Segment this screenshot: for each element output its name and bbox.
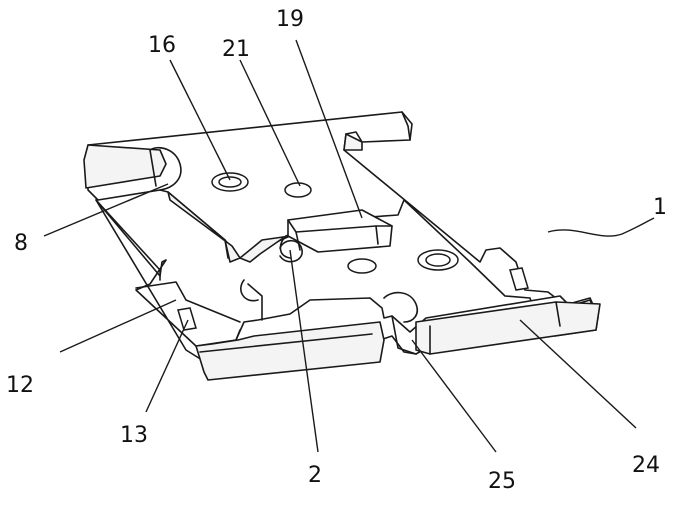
callout-12: 12 xyxy=(6,373,34,398)
callout-1: 1 xyxy=(653,195,667,220)
leader-lines xyxy=(43,39,655,453)
callout-21: 21 xyxy=(222,37,250,62)
lower-plate xyxy=(95,199,601,381)
callout-13: 13 xyxy=(120,423,148,448)
upper-left-notch xyxy=(149,146,182,191)
callout-labels: 1 2 8 12 13 16 19 21 24 25 xyxy=(6,7,667,494)
leader-25 xyxy=(411,339,497,453)
leader-13 xyxy=(145,319,189,413)
block-24 xyxy=(415,301,601,355)
upper-plate xyxy=(83,111,599,337)
callout-16: 16 xyxy=(148,33,176,58)
leader-12 xyxy=(59,299,177,353)
leader-16 xyxy=(169,59,231,181)
leader-2 xyxy=(289,249,319,453)
leader-21 xyxy=(239,59,301,187)
callout-25: 25 xyxy=(488,469,516,494)
slot-13 xyxy=(177,307,197,331)
hole-21 xyxy=(284,182,312,198)
pin-2 xyxy=(279,239,303,263)
callout-24: 24 xyxy=(632,453,660,478)
leader-8 xyxy=(43,183,169,237)
callout-8: 8 xyxy=(14,231,28,256)
notch-25 xyxy=(383,291,419,323)
upper-plate-left-front xyxy=(83,144,167,189)
slot-right xyxy=(509,267,529,291)
lower-plate-front-edge xyxy=(195,321,385,381)
upper-right-flange xyxy=(343,133,363,151)
callout-2: 2 xyxy=(308,463,322,488)
leader-24 xyxy=(519,319,637,429)
hole-lower-a xyxy=(347,258,377,274)
callout-19: 19 xyxy=(276,7,304,32)
block-19 xyxy=(287,209,393,253)
leader-19 xyxy=(295,39,363,219)
leader-1 xyxy=(547,217,655,237)
